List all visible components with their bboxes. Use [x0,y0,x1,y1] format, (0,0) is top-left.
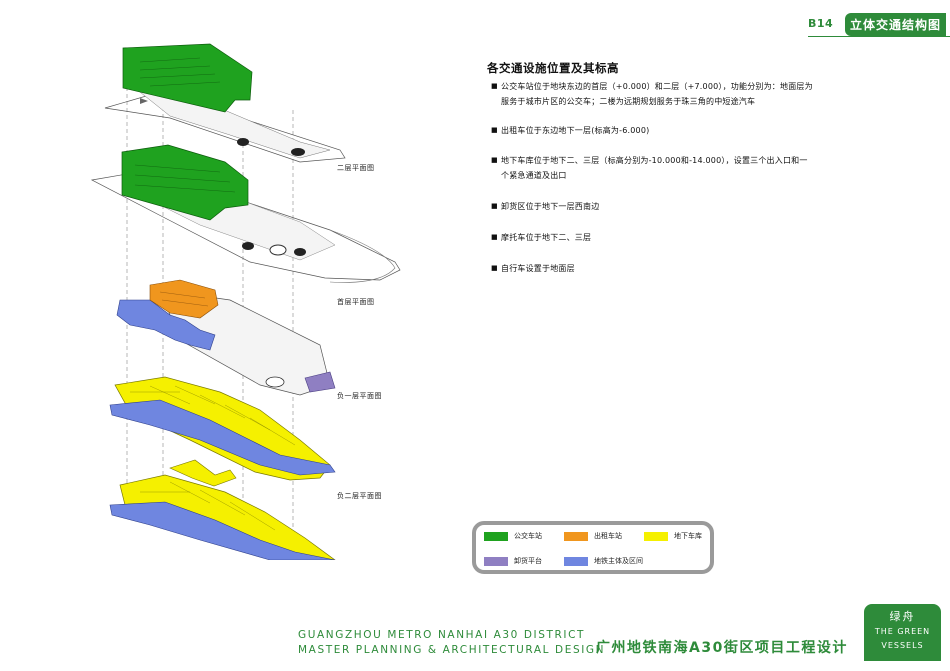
exploded-floor-diagram [90,43,401,560]
bullet-icon: ■ [491,264,498,272]
note-item: ■ 地下车库位于地下二、三层（标高分别为-10.000和-14.000），设置三… [491,153,871,183]
footer-en-line: MASTER PLANNING & ARCHITECTURAL DESIGN [298,644,606,656]
badge-en-line: VESSELS [881,641,924,650]
legend-swatch [484,531,508,541]
bullet-icon: ■ [491,126,498,134]
note-line: 自行车设置于地面层 [501,264,575,273]
bullet-icon: ■ [491,82,498,90]
badge-en-line: THE GREEN [874,627,931,636]
note-item: ■ 公交车站位于地块东边的首层（+0.000）和二层（+7.000），功能分别为… [491,79,871,109]
legend-label: 卸货平台 [514,557,542,565]
legend-swatch [564,531,588,541]
legend-item-bus: 公交车站 [484,531,542,541]
legend-item-taxi: 出租车站 [564,531,622,541]
legend-label: 公交车站 [514,532,542,540]
note-line: 公交车站位于地块东边的首层（+0.000）和二层（+7.000），功能分别为：地… [501,82,813,91]
bullet-icon: ■ [491,233,498,241]
floor-label-b2: 负二层平面图 [337,492,382,500]
note-item: ■ 出租车位于东边地下一层(标高为-6.000) [491,123,871,138]
note-line: 摩托车位于地下二、三层 [501,233,592,242]
note-line: 个紧急通道及出口 [501,171,567,180]
bullet-icon: ■ [491,202,498,210]
legend-swatch [564,556,588,566]
project-badge: 绿舟 THE GREEN VESSELS [864,604,941,661]
legend-label: 出租车站 [594,532,622,540]
note-line: 出租车位于东边地下一层(标高为-6.000) [501,126,650,135]
legend-label: 地下车库 [674,532,702,540]
note-item: ■ 自行车设置于地面层 [491,261,871,276]
note-line: 卸货区位于地下一层西南边 [501,202,600,211]
footer-en-line: GUANGZHOU METRO NANHAI A30 DISTRICT [298,629,586,641]
legend: 公交车站 出租车站 地下车库 卸货平台 地铁主体及区间 [472,521,714,574]
level-1-plan [90,144,401,283]
level-b3-plan [109,459,336,560]
page-title-tab: 立体交通结构图 [845,13,946,36]
note-line: 服务于城市片区的公交车；二楼为远期规划服务于珠三角的中短途汽车 [501,97,756,106]
footer-chinese-title: 广州地铁南海A30街区项目工程设计 [596,640,848,656]
floor-label-ground: 首层平面图 [337,298,375,306]
level-b1-plan [116,279,336,396]
note-item: ■ 摩托车位于地下二、三层 [491,230,871,245]
footer-english-title: GUANGZHOU METRO NANHAI A30 DISTRICT MAST… [298,628,605,658]
header-rule [808,36,950,37]
level-2-plan [104,43,346,163]
note-item: ■ 卸货区位于地下一层西南边 [491,199,871,214]
level-b2-plan [109,376,336,481]
note-line: 地下车库位于地下二、三层（标高分别为-10.000和-14.000），设置三个出… [501,156,808,165]
legend-item-metro: 地铁主体及区间 [564,556,643,566]
legend-item-parking: 地下车库 [644,531,702,541]
legend-item-unloading: 卸货平台 [484,556,542,566]
page-code: B14 [808,17,834,30]
floor-label-b1: 负一层平面图 [337,392,382,400]
badge-cn: 绿舟 [889,610,916,623]
notes-title: 各交通设施位置及其标高 [487,61,619,75]
legend-swatch [484,556,508,566]
legend-label: 地铁主体及区间 [594,557,643,565]
bullet-icon: ■ [491,156,498,164]
floor-label-level-2: 二层平面图 [337,164,375,172]
legend-swatch [644,531,668,541]
